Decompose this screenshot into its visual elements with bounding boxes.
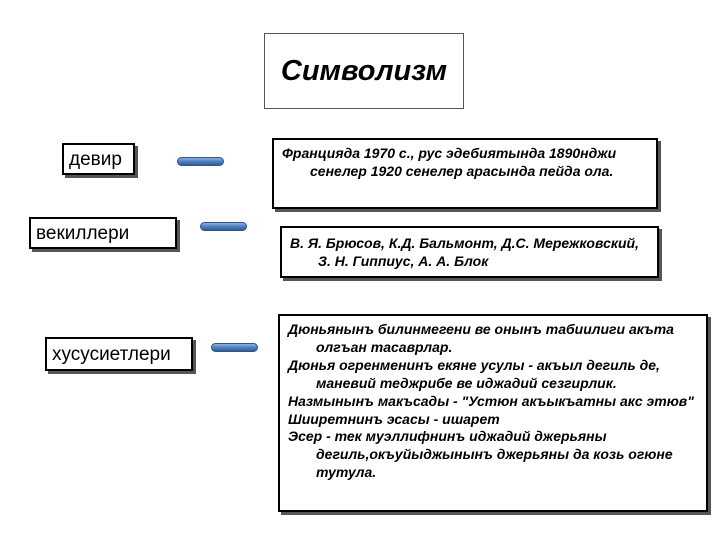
info-box-features: Дюньянынъ билинмегени ве онынъ табиилиги… xyxy=(278,314,708,512)
feature-item: Эсер - тек муэллифнинъ иджадий джерьяны … xyxy=(288,428,673,481)
label-period: девир xyxy=(62,143,135,175)
info-box-representatives: В. Я. Брюсов, К.Д. Бальмонт, Д.С. Мережк… xyxy=(280,226,659,278)
feature-item: Назмынынъ макъсады - "Устюн акъыкъатны а… xyxy=(288,392,694,409)
label-representatives: векиллери xyxy=(29,217,177,249)
feature-item: Шииретнинъ эсасы - ишарет xyxy=(288,410,500,427)
period-text: Франциядa 1970 с., рус эдебиятында 1890н… xyxy=(282,145,617,180)
connector-arrow-features xyxy=(211,343,258,352)
feature-item: Дюньянынъ билинмегени ве онынъ табиилиги… xyxy=(288,321,674,355)
feature-item: Дюнья огренменинъ екяне усулы - акъыл де… xyxy=(288,356,660,391)
connector-arrow-representatives xyxy=(200,222,247,231)
diagram-title: Символизм xyxy=(264,33,464,109)
label-features: хусусиетлери xyxy=(45,337,193,371)
representatives-text: В. Я. Брюсов, К.Д. Бальмонт, Д.С. Мережк… xyxy=(290,235,639,270)
connector-arrow-period xyxy=(177,157,224,166)
info-box-period: Франциядa 1970 с., рус эдебиятында 1890н… xyxy=(272,138,658,209)
